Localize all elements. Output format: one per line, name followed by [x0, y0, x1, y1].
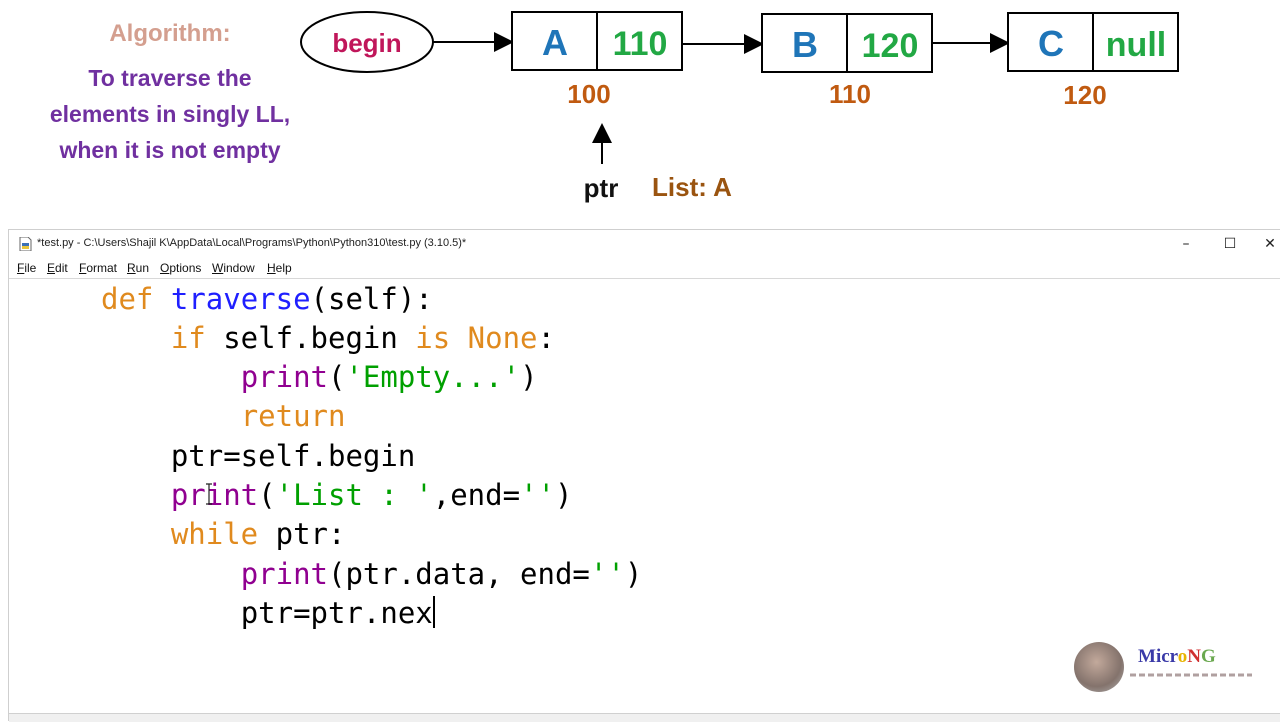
node-b-next: 120 — [862, 27, 919, 65]
menu-window[interactable]: Window — [212, 261, 255, 275]
algorithm-line: when it is not empty — [59, 137, 281, 163]
text-caret — [432, 596, 435, 628]
code-line: return — [240, 399, 346, 433]
channel-watermark: MicroNG — [1074, 638, 1254, 698]
algorithm-title: Algorithm: — [109, 20, 231, 47]
algorithm-line: To traverse the — [88, 65, 252, 91]
menu-format[interactable]: Format — [79, 261, 118, 275]
list-output-label: List: A — [652, 172, 732, 202]
ptr-label: ptr — [584, 173, 619, 203]
code-line: while ptr: — [170, 517, 346, 551]
menu-file[interactable]: File — [17, 261, 37, 275]
node-c-address: 120 — [1063, 80, 1106, 110]
node-a-next: 110 — [613, 25, 668, 63]
status-bar — [9, 713, 1280, 722]
menu-edit[interactable]: Edit — [47, 261, 68, 275]
code-line: def traverse(self): — [101, 282, 433, 316]
brand-logo: MicroNG — [1138, 646, 1216, 667]
menu-run[interactable]: Run — [127, 261, 150, 275]
code-line: print('Empty...') — [240, 360, 538, 394]
menu-help[interactable]: Help — [267, 261, 292, 275]
node-c-data: C — [1038, 23, 1064, 64]
code-line: print(ptr.data, end='') — [240, 557, 643, 591]
code-line: ptr=ptr.nex — [240, 596, 435, 630]
code-line: print('List : ',end='') — [170, 478, 573, 512]
brand-tagline-graphic — [1130, 673, 1252, 677]
python-file-icon — [19, 237, 32, 251]
algorithm-line: elements in singly LL, — [49, 101, 291, 127]
ibeam-cursor-icon — [206, 483, 212, 505]
code-editor[interactable]: def traverse(self): if self.begin is Non… — [9, 279, 1280, 713]
node-a-address: 100 — [567, 79, 610, 109]
menu-options[interactable]: Options — [160, 261, 202, 275]
minimize-button[interactable]: – — [1182, 236, 1190, 252]
menu-bar: File Edit Format Run Options Window Help — [9, 258, 1280, 279]
idle-editor-window: *test.py - C:\Users\Shajil K\AppData\Loc… — [8, 229, 1280, 722]
code-line: if self.begin is None: — [170, 321, 555, 355]
node-a-data: A — [542, 22, 568, 63]
linked-list-diagram: begin A 110 100 B 120 110 C null 120 ptr… — [300, 11, 1179, 203]
close-button[interactable]: ✕ — [1264, 236, 1276, 252]
code-line: ptr=self.begin — [170, 439, 416, 473]
slide-area: Algorithm: To traverse the elements in s… — [0, 0, 1280, 230]
title-bar[interactable]: *test.py - C:\Users\Shajil K\AppData\Loc… — [9, 230, 1280, 258]
node-c-next: null — [1106, 26, 1166, 64]
node-b-address: 110 — [829, 79, 871, 109]
algorithm-description: To traverse the elements in singly LL, w… — [20, 60, 320, 168]
begin-label: begin — [332, 28, 401, 58]
presenter-avatar — [1074, 642, 1124, 692]
node-b-data: B — [792, 24, 818, 65]
maximize-button[interactable]: ☐ — [1223, 236, 1237, 252]
window-title: *test.py - C:\Users\Shajil K\AppData\Loc… — [37, 237, 467, 249]
